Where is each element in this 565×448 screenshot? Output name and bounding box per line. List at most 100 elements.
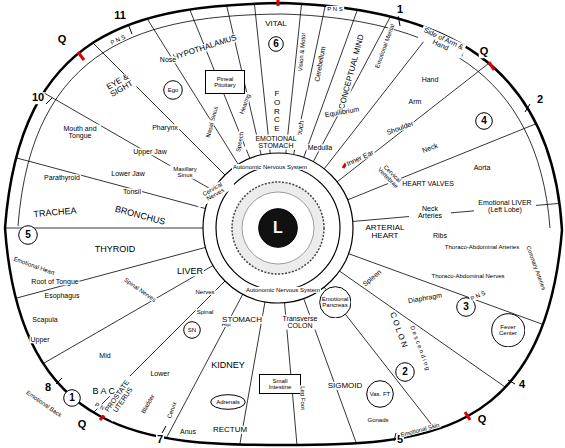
zone-label: THYROID bbox=[94, 245, 137, 254]
callout-number: Q bbox=[477, 414, 488, 426]
zone-label: PROSTATE UTERUS bbox=[101, 375, 140, 422]
zone-label: Emotional Mental bbox=[374, 22, 396, 70]
zone-circle: SN bbox=[183, 321, 201, 339]
zone-label: Emotional Heart bbox=[12, 255, 56, 276]
zone-label: ARTERIAL HEART bbox=[359, 224, 411, 241]
zone-label: Diaphragm bbox=[407, 291, 444, 305]
zone-label: Cerebellum bbox=[313, 45, 327, 83]
zone-label: Hearing bbox=[238, 92, 252, 116]
zone-label: Side of Arm & Hand bbox=[418, 25, 467, 58]
zone-label: CONCEPTUAL MIND bbox=[338, 33, 367, 112]
zone-label: Lower bbox=[149, 370, 170, 377]
zone-label: Root of Tongue bbox=[30, 278, 79, 285]
zone-label: Vas. FT bbox=[370, 391, 391, 397]
zone-circle: 6 bbox=[268, 36, 284, 52]
zone-label: SN bbox=[188, 327, 196, 333]
zone-label: Medulla bbox=[307, 144, 334, 151]
zone-label: D e s c e n d i n g bbox=[409, 324, 432, 372]
zone-label: Pharynx bbox=[151, 124, 179, 131]
zone-circle: Emotional Pancreas bbox=[319, 286, 352, 319]
zone-label: FORCE bbox=[272, 90, 282, 134]
callout-number: L bbox=[273, 220, 283, 237]
zone-label: Hand bbox=[421, 76, 440, 83]
zone-label: Bladder bbox=[140, 393, 157, 416]
zone-label: Scapula bbox=[31, 316, 58, 323]
zone-label: TRACHEA bbox=[32, 206, 78, 219]
zone-label: Maxillary Sinus bbox=[165, 166, 205, 179]
zone-label: Anus bbox=[179, 428, 197, 435]
zone-label: Transverse COLON bbox=[277, 315, 324, 330]
callout-number: Q bbox=[479, 46, 490, 58]
zone-circle: 5 bbox=[18, 225, 38, 245]
zone-label: Ego bbox=[168, 87, 179, 93]
zone-divider bbox=[339, 271, 565, 448]
callout-number: 4 bbox=[481, 116, 487, 127]
zone-label: Mid bbox=[98, 352, 111, 359]
zone-label: Cervix bbox=[166, 400, 178, 420]
callout-number: 10 bbox=[31, 92, 45, 104]
zone-circle: Vas. FT bbox=[366, 380, 394, 408]
zone-label: Fever Center bbox=[493, 324, 523, 337]
zone-label: Gonads bbox=[366, 417, 389, 423]
zone-label: Spleen bbox=[361, 268, 384, 289]
zone-label: Small Intestine bbox=[262, 378, 298, 391]
zone-label: EYE & SIGHT bbox=[98, 69, 141, 104]
callout-number: Q bbox=[57, 34, 68, 46]
zone-circle: Fever Center bbox=[491, 313, 526, 348]
zone-circle: 4 bbox=[475, 112, 493, 130]
zone-label: RECTUM bbox=[212, 426, 248, 434]
callout-number: 1 bbox=[396, 4, 404, 16]
zone-divider bbox=[337, 0, 565, 182]
zone-label: Arm bbox=[408, 98, 423, 105]
callout-number: 2 bbox=[402, 367, 408, 378]
zone-label: Leg Foot bbox=[300, 385, 306, 411]
zone-label: Tonsil bbox=[122, 188, 142, 195]
callout-number: 6 bbox=[273, 39, 279, 50]
zone-label: P N S bbox=[109, 33, 128, 46]
zone-circle: L bbox=[258, 208, 298, 248]
zone-label: Cervical Vertebrae bbox=[371, 157, 410, 196]
zone-label: Upper bbox=[29, 336, 50, 343]
zone-divider bbox=[324, 287, 524, 448]
callout-number: 7 bbox=[156, 434, 164, 446]
zone-label: Nose bbox=[159, 56, 177, 63]
callout-number: 2 bbox=[536, 94, 544, 106]
zone-label: HYPOTHALAMUS bbox=[171, 33, 238, 62]
zone-label: VITAL bbox=[264, 20, 288, 28]
zone-divider bbox=[313, 0, 466, 162]
callout-number: 3 bbox=[463, 302, 469, 313]
zone-divider bbox=[128, 0, 250, 158]
zone-divider bbox=[0, 247, 206, 331]
zone-label: Lower Jaw bbox=[110, 170, 145, 177]
zone-label: Autonomic Nervous System bbox=[245, 287, 321, 293]
zone-circle: Adrenals bbox=[210, 394, 246, 410]
zone-label: Adrenals bbox=[216, 399, 240, 405]
zone-label: LIVER bbox=[176, 267, 204, 276]
zone-label: C O L O N bbox=[387, 310, 408, 350]
zone-label: Ribs bbox=[432, 232, 448, 239]
zone-box: Small Intestine bbox=[259, 374, 301, 394]
zone-label: Shoulder bbox=[385, 119, 416, 136]
zone-label: Nerves bbox=[194, 289, 215, 295]
zone-circle: 1 bbox=[63, 389, 81, 407]
zone-label: Spinal Nerves bbox=[122, 276, 158, 304]
zone-circle: 2 bbox=[395, 362, 415, 382]
zone-label: Equilibrium bbox=[323, 105, 360, 119]
zone-label: P N S bbox=[326, 6, 344, 12]
callout-number: Q bbox=[77, 419, 88, 431]
zone-label: Vision & Motor bbox=[297, 31, 307, 72]
zone-label: Upper Jaw bbox=[132, 148, 167, 155]
zone-label: Esophagus bbox=[43, 292, 80, 299]
zone-circle: Ego bbox=[163, 80, 183, 100]
zone-label: STOMACH bbox=[221, 316, 263, 324]
zone-divider bbox=[0, 266, 213, 429]
zone-label: Mouth and Tongue bbox=[59, 125, 101, 140]
zone-label: Autonomic Nervous System bbox=[232, 164, 308, 170]
zone-divider bbox=[304, 0, 415, 158]
zone-label: Aorta bbox=[473, 164, 492, 171]
zone-label: HEART VALVES bbox=[401, 180, 455, 187]
zone-divider bbox=[188, 0, 261, 155]
zone-box: Pineal Pituitary bbox=[205, 70, 245, 94]
callout-number: 8 bbox=[44, 382, 52, 394]
zone-label: Thoraco-Abdominal Nerves bbox=[430, 273, 505, 279]
